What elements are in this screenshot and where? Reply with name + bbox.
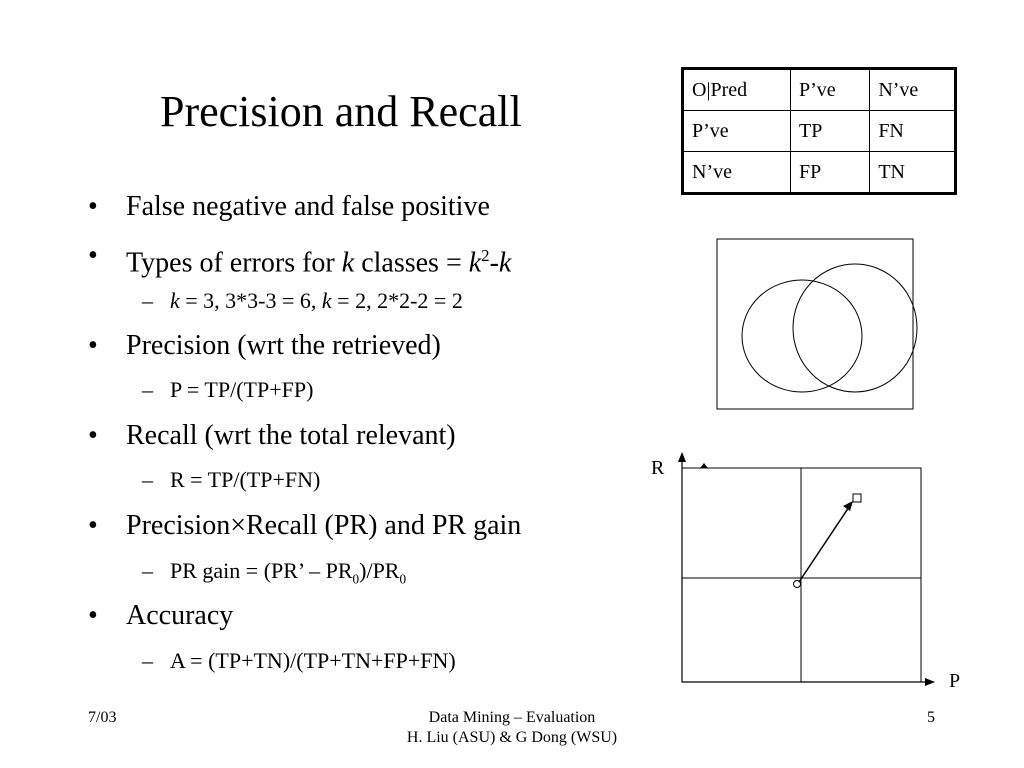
footer-date: 7/03 bbox=[88, 709, 117, 726]
k-variable: k bbox=[170, 288, 180, 313]
superscript: 2 bbox=[481, 246, 490, 265]
subbullet-text: = 2, 2*2-2 = 2 bbox=[331, 288, 463, 313]
subbullet-accuracy-formula: A = (TP+TN)/(TP+TN+FP+FN) bbox=[142, 647, 456, 675]
x-axis-arrow bbox=[925, 678, 935, 686]
subbullet-text: PR gain = (PR’ – PR bbox=[170, 558, 353, 583]
bullet-types-of-errors: Types of errors for k classes = k2-k bbox=[88, 239, 512, 280]
venn-circle-left bbox=[741, 279, 863, 393]
table-cell: TP bbox=[790, 110, 871, 152]
table-cell: N’ve bbox=[681, 151, 792, 194]
k-variable: k bbox=[321, 288, 332, 313]
subbullet-pr-gain-formula: PR gain = (PR’ – PR0)/PR0 bbox=[142, 557, 407, 593]
slide-title: Precision and Recall bbox=[160, 87, 522, 136]
pr-plot: R P bbox=[651, 452, 960, 692]
bullet-text: classes = bbox=[354, 247, 469, 279]
bullet-precision: Precision (wrt the retrieved) bbox=[88, 329, 441, 363]
pr-gain-arrow bbox=[798, 506, 850, 583]
y-axis-label: R bbox=[651, 457, 665, 479]
table-row: P’ve TP FN bbox=[681, 110, 956, 152]
k-variable: k bbox=[341, 247, 355, 279]
table-cell: TN bbox=[869, 151, 956, 194]
y-axis-arrow bbox=[678, 452, 686, 462]
k-variable: k bbox=[498, 247, 512, 279]
confusion-matrix: O|Pred P’ve N’ve P’ve TP FN N’ve FP TN bbox=[681, 67, 957, 195]
table-cell: FP bbox=[790, 151, 871, 194]
venn-frame bbox=[716, 238, 914, 410]
footer-line-1: Data Mining – Evaluation bbox=[428, 709, 596, 726]
table-cell: P’ve bbox=[681, 110, 792, 152]
bullet-recall: Recall (wrt the total relevant) bbox=[88, 419, 456, 453]
table-cell: O|Pred bbox=[681, 68, 792, 111]
subbullet-text: )/PR bbox=[359, 558, 400, 583]
venn-diagram bbox=[716, 238, 918, 410]
table-cell: FN bbox=[869, 110, 956, 152]
y-axis-arrow-secondary bbox=[700, 463, 708, 468]
subbullet-recall-formula: R = TP/(TP+FN) bbox=[142, 466, 320, 494]
bullet-text: Types of errors for bbox=[126, 247, 342, 279]
pr-gain-arrowhead bbox=[843, 501, 853, 511]
subbullet-text: = 3, 3*3-3 = 6, bbox=[179, 288, 322, 313]
footer-page-number: 5 bbox=[927, 709, 935, 726]
bullet-pr-gain: Precision×Recall (PR) and PR gain bbox=[88, 509, 521, 543]
bullet-false-negative: False negative and false positive bbox=[88, 190, 490, 224]
footer-title: Data Mining – Evaluation H. Liu (ASU) & … bbox=[320, 708, 704, 748]
pr-start-point bbox=[793, 580, 801, 588]
subscript: 0 bbox=[352, 571, 360, 587]
k-variable: k bbox=[468, 247, 482, 279]
bullet-list: False negative and false positive Types … bbox=[0, 0, 640, 700]
x-axis-label: P bbox=[949, 670, 960, 692]
subscript: 0 bbox=[399, 571, 407, 587]
bullet-accuracy: Accuracy bbox=[88, 599, 233, 633]
table-row: O|Pred P’ve N’ve bbox=[681, 68, 956, 111]
table-row: N’ve FP TN bbox=[681, 151, 956, 194]
venn-circle-right bbox=[792, 263, 918, 393]
subbullet-precision-formula: P = TP/(TP+FP) bbox=[142, 376, 314, 404]
footer-line-2: H. Liu (ASU) & G Dong (WSU) bbox=[406, 729, 618, 746]
bullet-text: - bbox=[489, 247, 499, 279]
table-cell: N’ve bbox=[869, 68, 956, 111]
table-cell: P’ve bbox=[790, 68, 871, 111]
pr-end-point bbox=[852, 493, 862, 503]
subbullet-k-examples: k = 3, 3*3-3 = 6, k = 2, 2*2-2 = 2 bbox=[142, 287, 463, 315]
